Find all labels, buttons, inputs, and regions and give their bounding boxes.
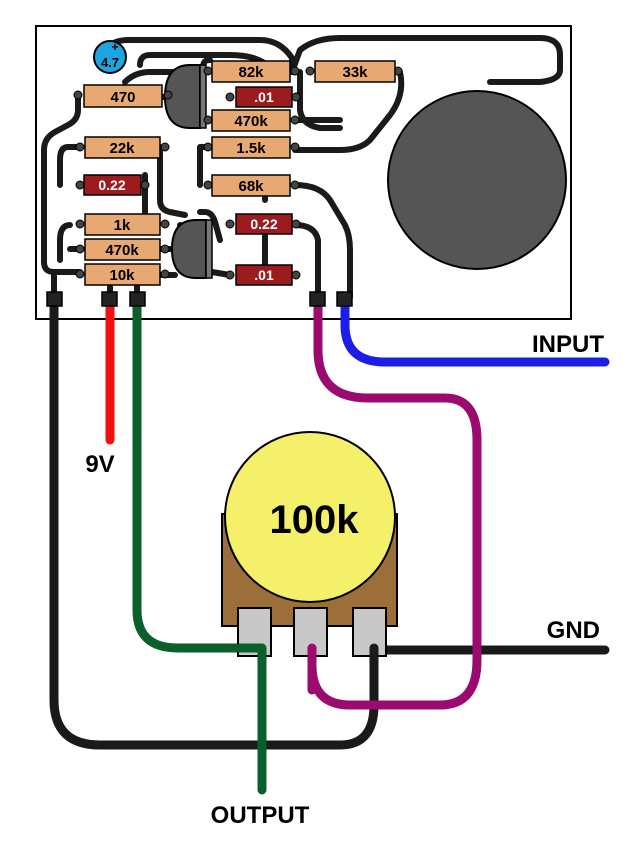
transistor-top: [163, 64, 207, 129]
film-capacitor-label: 0.22: [250, 216, 277, 232]
wire-output-lug-join: [235, 643, 267, 670]
resistor-label: 470k: [234, 113, 268, 130]
resistor-33k: 33k: [305, 60, 403, 83]
resistor-68k: 68k: [203, 174, 300, 197]
electrolytic-capacitor: + 4.7: [93, 40, 127, 74]
potentiometer: 100k: [221, 431, 398, 657]
resistor-label: 1.5k: [236, 140, 266, 157]
resistor-label: 470k: [105, 242, 139, 259]
large-pad: [387, 90, 567, 270]
transistor-bottom: [170, 219, 213, 279]
nine-volt-label: 9V: [85, 451, 114, 478]
board-terminals: [46, 291, 353, 307]
resistor-label: 22k: [109, 140, 135, 157]
resistor-1k: 1k: [75, 213, 170, 236]
resistor-470k-a: 470k: [203, 109, 300, 132]
input-label: INPUT: [532, 331, 604, 358]
resistor-10k: 10k: [75, 263, 170, 286]
film-capacitor-022-a: 0.22: [75, 174, 150, 196]
output-label: OUTPUT: [211, 802, 310, 829]
resistor-470-a: 470: [73, 84, 173, 108]
wire-output: [132, 295, 267, 795]
resistor-82k: 82k: [203, 60, 300, 83]
gnd-label: GND: [547, 617, 600, 644]
pot-value-label: 100k: [270, 498, 360, 542]
pot-knob: [224, 431, 396, 603]
film-capacitor-01-a: .01: [225, 86, 301, 108]
resistor-label: 82k: [238, 64, 264, 81]
resistor-label: 10k: [109, 267, 135, 284]
film-capacitor-022-b: 0.22: [225, 213, 301, 235]
film-capacitor-01-b: .01: [225, 264, 301, 286]
resistor-label: 68k: [238, 178, 264, 195]
film-capacitor-label: .01: [254, 267, 274, 283]
resistor-22k: 22k: [75, 136, 170, 159]
resistor-1-5k: 1.5k: [203, 136, 300, 159]
film-capacitor-label: 0.22: [98, 177, 125, 193]
electrolytic-polarity-label: +: [111, 40, 118, 54]
resistor-470k-b: 470k: [75, 238, 170, 261]
wire-ground-loop: [49, 295, 610, 750]
wire-pot-wiper: [307, 295, 482, 710]
resistor-label: 470: [110, 89, 135, 106]
resistor-label: 1k: [114, 217, 131, 234]
film-capacitor-label: .01: [254, 89, 274, 105]
wire-input: [340, 295, 610, 367]
electrolytic-value-label: 4.7: [101, 55, 119, 70]
resistor-label: 33k: [342, 64, 368, 81]
